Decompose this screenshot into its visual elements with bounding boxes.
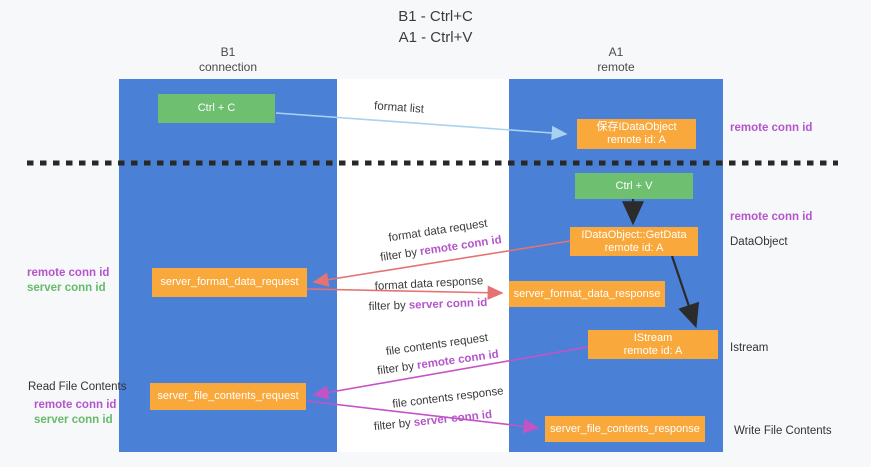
getdata-line1: IDataObject::GetData	[581, 228, 687, 241]
server-file-contents-request-box: server_file_contents_request	[150, 383, 306, 410]
lane-right-subtitle: remote	[597, 60, 635, 74]
dataobject-label: DataObject	[730, 236, 788, 248]
server-file-contents-response-label: server_file_contents_response	[550, 422, 700, 435]
read-file-contents-label: Read File Contents	[28, 381, 127, 393]
server-format-data-request-label: server_format_data_request	[160, 276, 299, 288]
istream-box: IStream remote id: A	[588, 330, 718, 359]
title-line-2: A1 - Ctrl+V	[398, 29, 473, 46]
istream-line1: IStream	[633, 331, 673, 344]
server-format-data-request-box: server_format_data_request	[152, 268, 307, 297]
lane-right-title: A1	[608, 45, 624, 59]
filter-by-text: filter by	[368, 299, 406, 314]
istream-side-label: Istream	[730, 342, 769, 354]
save-dataobject-box: 保存IDataObject remote id: A	[577, 119, 696, 149]
title-line-1: B1 - Ctrl+C	[398, 8, 473, 25]
ctrl-c-box: Ctrl + C	[158, 94, 275, 123]
lane-left-title: B1	[220, 45, 236, 59]
ctrl-v-label: Ctrl + V	[615, 179, 653, 192]
server-conn-id-label-left1: server conn id	[27, 282, 106, 294]
lane-left-subtitle: connection	[198, 60, 258, 74]
remote-conn-id-label-left2: remote conn id	[34, 399, 117, 411]
server-file-contents-request-label: server_file_contents_request	[157, 390, 299, 402]
server-format-data-response-label: server_format_data_response	[513, 287, 661, 300]
istream-line2: remote id: A	[623, 344, 683, 357]
remote-conn-id-label-top: remote conn id	[730, 122, 813, 134]
remote-conn-id-label-mid: remote conn id	[730, 211, 813, 223]
server-conn-id-label-left2: server conn id	[34, 414, 113, 426]
lane-header-right: A1 remote	[556, 45, 676, 75]
write-file-contents-label: Write File Contents	[734, 425, 832, 437]
ctrl-v-box: Ctrl + V	[575, 173, 693, 199]
server-file-contents-response-box: server_file_contents_response	[545, 416, 705, 442]
save-dataobject-line1: 保存IDataObject	[596, 121, 677, 133]
page-title: B1 - Ctrl+C A1 - Ctrl+V	[0, 6, 871, 48]
lane-header-left: B1 connection	[168, 45, 288, 75]
save-dataobject-line2: remote id: A	[607, 134, 666, 146]
getdata-line2: remote id: A	[604, 241, 664, 254]
ctrl-c-label: Ctrl + C	[197, 102, 236, 114]
server-format-data-response-box: server_format_data_response	[509, 281, 665, 307]
remote-conn-id-label-left1: remote conn id	[27, 267, 110, 279]
getdata-box: IDataObject::GetData remote id: A	[570, 227, 698, 256]
